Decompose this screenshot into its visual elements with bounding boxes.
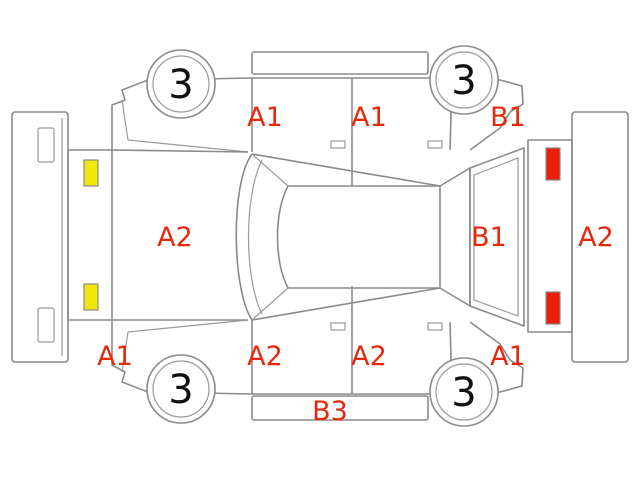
rear-bumper bbox=[527, 111, 629, 363]
code-right-side-sill: B3 bbox=[312, 396, 348, 427]
code-front-right-fender: A1 bbox=[97, 341, 133, 372]
front-left-wheel-rating: 3 bbox=[168, 62, 193, 108]
damage-codes: A1 A1 B1 A2 B1 A2 A1 A2 A2 A1 B3 bbox=[97, 102, 614, 427]
rear-right-wheel-rating: 3 bbox=[451, 370, 476, 416]
rear-left-wheel: 3 bbox=[429, 45, 499, 115]
left-taillight-lamp bbox=[545, 147, 561, 181]
front-right-wheel-rating: 3 bbox=[168, 367, 193, 413]
code-rear-right-door: A2 bbox=[351, 341, 387, 372]
cabin bbox=[235, 147, 525, 327]
code-rear-left-quarter: B1 bbox=[490, 102, 526, 133]
left-side-sill bbox=[251, 51, 429, 75]
right-taillight-lamp bbox=[545, 291, 561, 325]
headlight-panel bbox=[67, 149, 113, 321]
code-rear-right-quarter: A1 bbox=[490, 341, 526, 372]
right-side-sill bbox=[251, 395, 429, 421]
code-rear-bumper: A2 bbox=[578, 222, 614, 253]
code-rear-glass: B1 bbox=[471, 222, 507, 253]
front-left-wheel: 3 bbox=[146, 49, 216, 119]
code-front-right-door: A2 bbox=[247, 341, 283, 372]
rear-right-wheel: 3 bbox=[429, 357, 499, 427]
code-front-left-door: A1 bbox=[247, 102, 283, 133]
left-headlight-lamp bbox=[83, 159, 99, 187]
front-bumper bbox=[11, 111, 69, 363]
code-rear-left-door: A1 bbox=[351, 102, 387, 133]
front-right-wheel: 3 bbox=[146, 354, 216, 424]
rear-left-wheel-rating: 3 bbox=[451, 58, 476, 104]
right-headlight-lamp bbox=[83, 283, 99, 311]
code-hood: A2 bbox=[157, 222, 193, 253]
